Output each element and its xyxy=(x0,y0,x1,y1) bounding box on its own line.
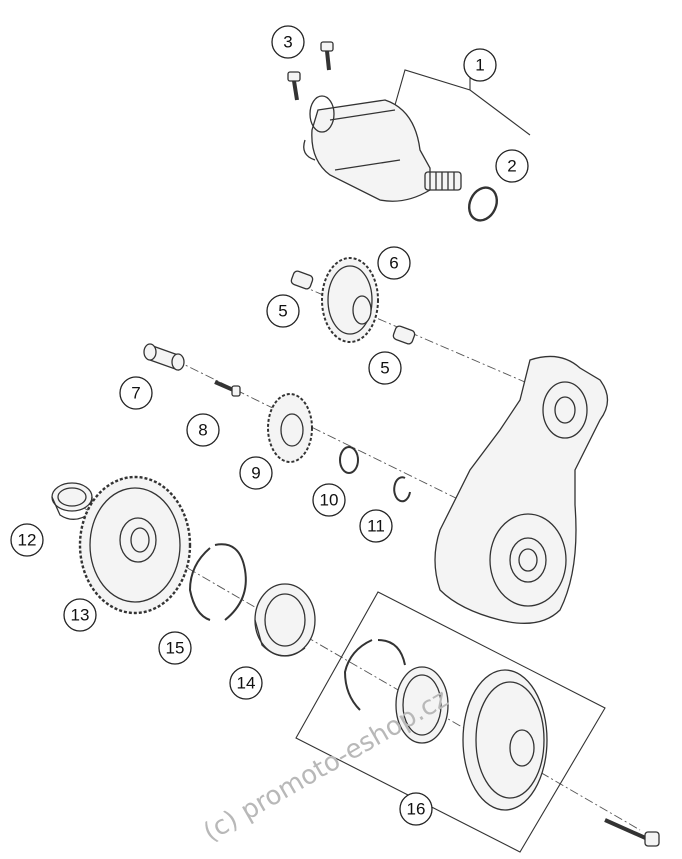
svg-text:3: 3 xyxy=(283,33,292,52)
svg-text:5: 5 xyxy=(380,359,389,378)
circlip xyxy=(393,476,411,503)
svg-text:8: 8 xyxy=(198,421,207,440)
gear-pin xyxy=(214,380,241,397)
svg-text:7: 7 xyxy=(131,384,140,403)
flywheel-assembly xyxy=(343,639,660,847)
callout-16: 16 xyxy=(399,792,433,826)
starter-motor xyxy=(303,95,462,202)
callout-labels: 1 2 3 5 5 6 7 8 9 10 11 12 13 14 15 16 xyxy=(10,25,529,826)
svg-text:11: 11 xyxy=(367,517,385,536)
callout-1: 1 xyxy=(463,48,497,82)
svg-text:1: 1 xyxy=(475,56,484,75)
svg-text:10: 10 xyxy=(320,491,339,510)
idler-gear xyxy=(321,257,379,343)
reduction-gear xyxy=(267,393,313,463)
callout-3: 3 xyxy=(271,25,305,59)
ignition-cover xyxy=(434,355,609,624)
callout-15: 15 xyxy=(158,631,192,665)
washer xyxy=(339,446,359,474)
o-ring xyxy=(468,186,498,222)
freewheel-bearing xyxy=(254,583,316,657)
callout-2: 2 xyxy=(495,149,529,183)
callout-10: 10 xyxy=(312,483,346,517)
svg-text:12: 12 xyxy=(18,531,37,550)
callout-14: 14 xyxy=(229,666,263,700)
callout-7: 7 xyxy=(119,376,153,410)
callout-8: 8 xyxy=(186,413,220,447)
leader-1 xyxy=(394,69,531,136)
svg-text:6: 6 xyxy=(389,254,398,273)
svg-text:13: 13 xyxy=(71,606,90,625)
callout-6: 6 xyxy=(377,246,411,280)
callout-12: 12 xyxy=(10,523,44,557)
needle-bearings xyxy=(290,270,416,345)
svg-text:15: 15 xyxy=(166,639,185,658)
starter-screws xyxy=(287,41,334,101)
callout-11: 11 xyxy=(359,509,393,543)
callout-5b: 5 xyxy=(368,351,402,385)
svg-text:9: 9 xyxy=(251,464,260,483)
svg-text:14: 14 xyxy=(237,674,256,693)
snap-ring xyxy=(188,543,247,621)
leader-lines xyxy=(394,68,531,136)
callout-5a: 5 xyxy=(266,294,300,328)
svg-text:2: 2 xyxy=(507,157,516,176)
group-box-16 xyxy=(295,591,606,853)
starter-gear xyxy=(78,475,192,615)
gear-sleeve xyxy=(143,343,185,371)
callout-13: 13 xyxy=(63,598,97,632)
callout-9: 9 xyxy=(239,456,273,490)
svg-text:16: 16 xyxy=(407,800,426,819)
svg-text:5: 5 xyxy=(278,302,287,321)
